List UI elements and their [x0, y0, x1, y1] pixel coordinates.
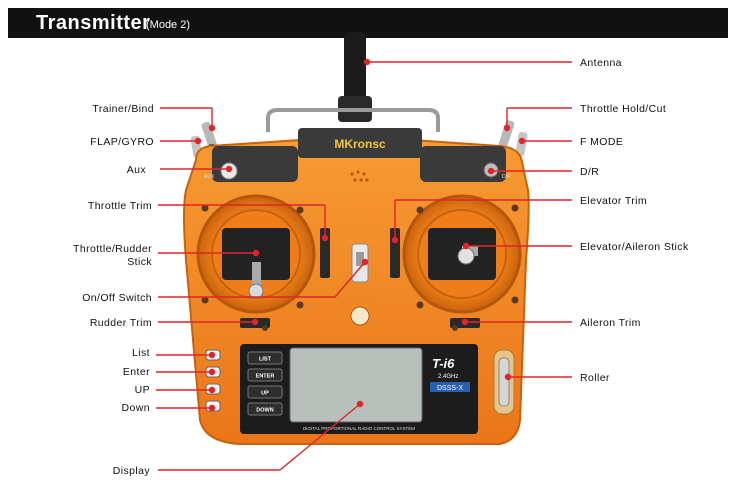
label-enter: Enter — [123, 366, 150, 378]
label-throttle-hold-cut: Throttle Hold/Cut — [580, 103, 666, 115]
throttle-trim[interactable] — [320, 228, 330, 278]
label-elevator-aileron-stick: Elevator/Aileron Stick — [580, 241, 689, 253]
protocol-label: DSSS-X — [437, 385, 463, 392]
up-button-label: UP — [261, 391, 269, 397]
label-trainer-bind: Trainer/Bind — [92, 103, 154, 115]
label-on-off-switch: On/Off Switch — [82, 292, 152, 304]
label-aux: Aux — [127, 164, 147, 176]
label-display: Display — [113, 465, 151, 477]
page-title: Transmitter — [36, 12, 151, 34]
label-antenna: Antenna — [580, 57, 622, 69]
label-elevator-trim: Elevator Trim — [580, 195, 647, 207]
list-button-label: LIST — [259, 357, 272, 363]
center-emblem — [350, 306, 370, 326]
speaker-grille — [350, 170, 369, 182]
label-throttle-trim: Throttle Trim — [88, 200, 152, 212]
screws — [201, 204, 519, 331]
down-button[interactable] — [247, 402, 283, 416]
callout-lines — [156, 61, 572, 471]
brand-logo: MKronsc — [334, 137, 386, 151]
label-rudder-trim: Rudder Trim — [90, 317, 152, 329]
up-button[interactable] — [247, 385, 283, 399]
label-throttle-rudder-stick-1: Throttle/Rudder — [73, 243, 152, 255]
label-f-mode: F MODE — [580, 136, 623, 148]
throttle-rudder-stick[interactable] — [248, 262, 264, 299]
throttle-hold-switch[interactable] — [498, 119, 515, 149]
band-label: 2.4GHz — [438, 374, 458, 380]
panel-footer-text: DIGITAL PROPORTIONAL RADIO CONTROL SYSTE… — [303, 426, 415, 431]
label-aileron-trim: Aileron Trim — [580, 317, 641, 329]
label-flap-gyro: FLAP/GYRO — [90, 136, 154, 148]
header-bar: Transmitter (Mode 2) — [8, 8, 728, 38]
menu-buttons: LIST ENTER UP DOWN — [247, 351, 283, 416]
enter-button-label: ENTER — [256, 374, 275, 380]
dr-panel-label: D/R — [502, 174, 511, 180]
label-list: List — [132, 347, 150, 359]
list-button[interactable] — [247, 351, 283, 365]
carry-handle — [266, 108, 440, 132]
label-dr: D/R — [580, 166, 599, 178]
roller-wheel[interactable] — [493, 349, 515, 415]
lcd-display — [289, 347, 423, 423]
model-name: T-i6 — [432, 356, 455, 371]
label-roller: Roller — [580, 372, 610, 384]
aux-panel-label: AUX — [204, 174, 215, 180]
label-down: Down — [122, 402, 150, 414]
down-button-label: DOWN — [256, 408, 273, 414]
page-subtitle: (Mode 2) — [146, 19, 191, 31]
callout-dots — [194, 58, 526, 412]
label-up: UP — [135, 384, 150, 396]
enter-button[interactable] — [247, 368, 283, 382]
label-throttle-rudder-stick-2: Stick — [127, 256, 152, 268]
